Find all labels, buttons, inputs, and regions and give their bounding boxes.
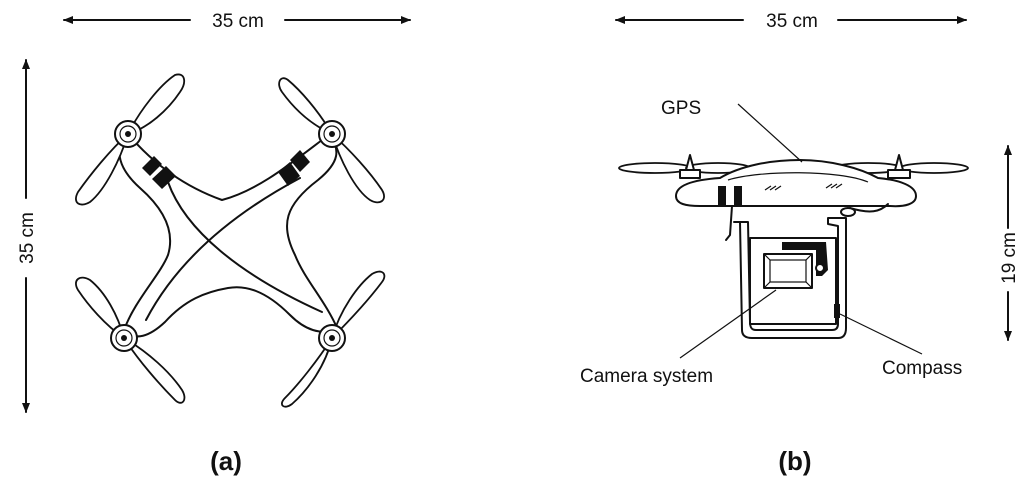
height-dimension-b: 19 cm [999,145,1020,341]
arm-bands-side [718,183,843,206]
arm-bands-left [142,156,176,189]
propeller-bottom-right [281,270,386,408]
camera-frame [733,217,847,339]
width-dimension-b: 35 cm [615,11,967,32]
height-label-a: 35 cm [17,212,38,264]
gps-callout: GPS [661,98,803,163]
height-dimension-a: 35 cm [17,59,38,413]
width-label-a: 35 cm [212,11,264,32]
camera-system-label: Camera system [580,366,713,387]
compass-module [834,304,840,318]
caption-a: (a) [210,446,242,476]
height-label-b: 19 cm [999,232,1020,284]
gps-label: GPS [661,98,701,119]
camera-box [763,253,813,289]
panel-a-top-view: 35 cm 35 cm [17,11,411,476]
arm-bands-right [278,150,310,186]
compass-callout: Compass [839,313,962,379]
quadcopter-body-top [118,133,339,338]
compass-label: Compass [882,358,962,379]
wire-2 [145,177,301,321]
propeller-bottom-left [75,276,186,404]
width-dimension-a: 35 cm [63,11,411,32]
front-leg [725,205,733,241]
propeller-top-right [278,77,385,204]
caption-b: (b) [778,446,811,476]
panel-b-side-view: 35 cm 19 cm [580,11,1020,476]
camera-callout: Camera system [580,289,777,387]
gps-dome [727,172,869,183]
width-label-b: 35 cm [766,11,818,32]
propeller-top-left [75,73,186,206]
wire-1 [167,181,323,313]
